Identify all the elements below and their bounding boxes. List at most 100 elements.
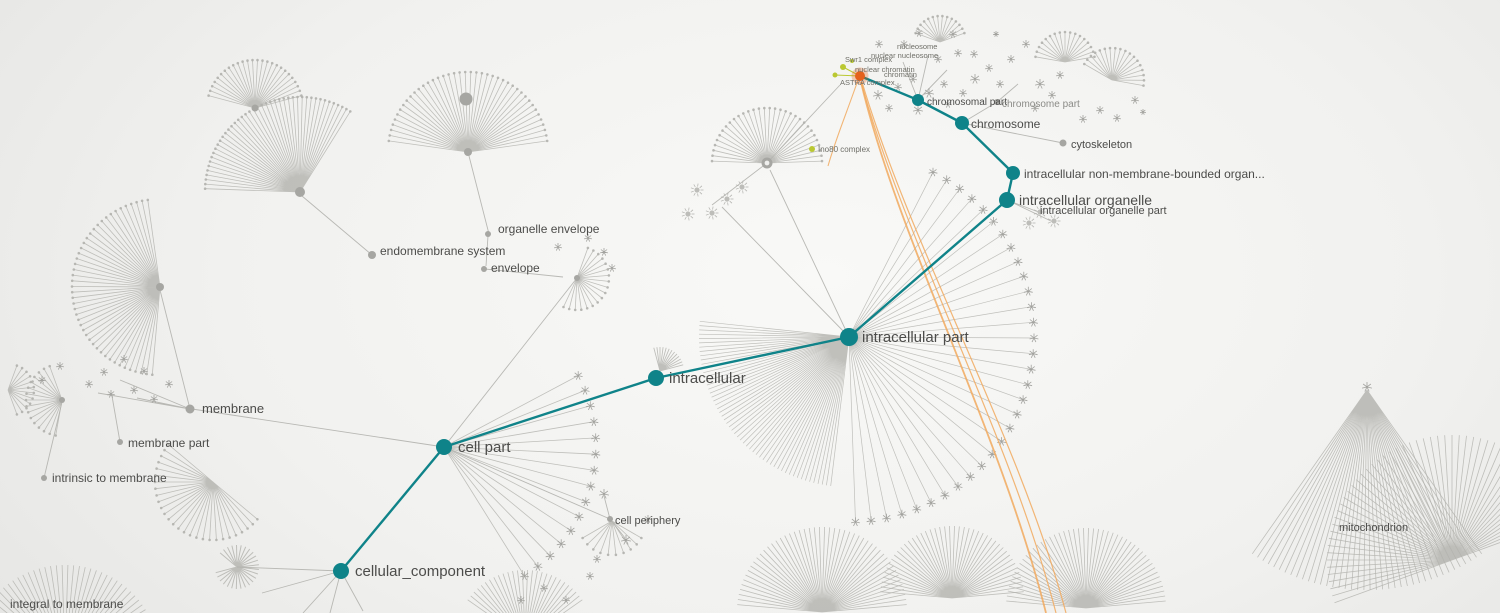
fan-tip-star <box>1005 423 1015 433</box>
node-cellular-component[interactable] <box>333 563 349 579</box>
label-chromatin: chromatin <box>884 70 917 79</box>
label-endomembrane-system: endomembrane system <box>380 244 505 258</box>
star-glyph <box>885 104 893 112</box>
gray-node[interactable] <box>607 516 613 522</box>
star-glyph <box>644 515 652 523</box>
gray-node[interactable] <box>485 231 491 237</box>
fan-cluster <box>71 199 161 375</box>
node-chromosome[interactable] <box>955 116 969 130</box>
fan-tip-star <box>967 194 977 203</box>
node-intracellular-organelle[interactable] <box>999 192 1015 208</box>
label-nuclear-nucleosome: nuclear nucleosome <box>871 51 938 60</box>
fan-tip-star <box>1028 349 1038 358</box>
fan-tip-star <box>1028 317 1038 327</box>
star-glyph <box>900 40 908 48</box>
star-glyph <box>120 355 128 363</box>
gray-node[interactable] <box>481 266 487 272</box>
star-glyph <box>599 489 609 499</box>
gray-node[interactable] <box>59 397 65 403</box>
label-ino80-complex: Ino80 complex <box>818 145 870 154</box>
star-glyph <box>38 376 46 384</box>
fan-tip-star <box>545 551 555 561</box>
selected-node[interactable] <box>855 71 865 81</box>
fan-tip-star <box>1018 395 1028 404</box>
label-cellular-component: cellular_component <box>355 563 486 580</box>
gray-node[interactable] <box>368 251 376 259</box>
fan-tip-star <box>940 490 950 500</box>
star-glyph <box>959 89 967 97</box>
node-intracellular-non-membrane-bounded-organelle[interactable] <box>1006 166 1020 180</box>
orange-curve <box>860 81 1057 613</box>
label-nucleosome: nucleosome <box>897 42 937 51</box>
gray-node[interactable] <box>994 99 1000 105</box>
star-glyph <box>873 90 883 100</box>
node-cell-part[interactable] <box>436 439 452 455</box>
node-chromosomal-part[interactable] <box>912 94 924 106</box>
star-glyph <box>1079 115 1087 123</box>
gray-node[interactable] <box>574 275 580 281</box>
star-glyph <box>1022 40 1030 48</box>
ring-node-hole <box>764 160 770 166</box>
star-glyph <box>996 80 1004 88</box>
fan-tip-star <box>897 509 907 519</box>
gray-node[interactable] <box>185 404 195 414</box>
fan-cluster <box>215 544 259 590</box>
accent-node[interactable] <box>809 146 815 152</box>
fan-cluster <box>737 526 907 613</box>
label-membrane: membrane <box>202 401 264 416</box>
label-chromosome: chromosome <box>971 117 1041 131</box>
star-glyph <box>915 29 923 37</box>
label-membrane-part: membrane part <box>128 436 210 450</box>
star-glyph <box>130 386 138 394</box>
flower-glyph <box>724 196 730 202</box>
fan-tip-star <box>978 205 988 214</box>
star-glyph <box>909 75 917 83</box>
label-intrinsic-to-membrane: intrinsic to membrane <box>52 471 167 485</box>
star-glyph <box>949 30 957 38</box>
fan-tip-star <box>573 371 583 380</box>
flower-glyph <box>685 211 691 217</box>
flower-glyph <box>1051 218 1057 224</box>
label-chromosomal-part: chromosomal part <box>927 97 1007 108</box>
accent-node[interactable] <box>840 64 846 70</box>
fan-cluster <box>155 444 258 540</box>
gray-edges <box>43 55 1064 613</box>
fan-tip-star <box>1019 271 1029 281</box>
accent-node[interactable] <box>832 72 838 78</box>
flower-petals <box>705 206 719 220</box>
node-intracellular[interactable] <box>648 370 664 386</box>
star-glyph <box>600 248 608 256</box>
star-glyph <box>913 105 923 115</box>
gray-node[interactable] <box>295 187 305 197</box>
gray-node[interactable] <box>251 104 259 112</box>
star-glyph <box>970 50 978 58</box>
star-glyph <box>165 380 173 388</box>
node-intracellular-part[interactable] <box>840 328 858 346</box>
star-glyph <box>150 395 158 403</box>
label-envelope: envelope <box>491 261 540 275</box>
fan-cluster <box>915 16 965 43</box>
gray-node[interactable] <box>117 439 123 445</box>
gray-node[interactable] <box>1059 139 1067 147</box>
gray-node[interactable] <box>41 475 47 481</box>
label-chromosome-part: chromosome part <box>1002 99 1080 110</box>
star-glyph <box>1113 114 1121 122</box>
gray-node[interactable] <box>156 283 164 291</box>
star-glyph <box>940 80 948 88</box>
fan-cluster <box>698 320 850 486</box>
fan-cluster <box>467 569 583 613</box>
fan-tip-star <box>556 539 566 549</box>
label-nuclear-chromatin: nuclear chromatin <box>855 65 915 74</box>
star-glyph <box>107 390 115 398</box>
flower-petals <box>1033 205 1047 219</box>
gray-node[interactable] <box>464 148 472 156</box>
gray-node[interactable] <box>459 92 473 106</box>
fan-tip-star <box>851 517 860 527</box>
fan-cluster <box>7 365 34 415</box>
fan-tip-star <box>965 472 975 481</box>
star-glyph <box>586 572 594 580</box>
fan-tip-star <box>882 513 892 523</box>
accent-node[interactable] <box>850 59 854 63</box>
